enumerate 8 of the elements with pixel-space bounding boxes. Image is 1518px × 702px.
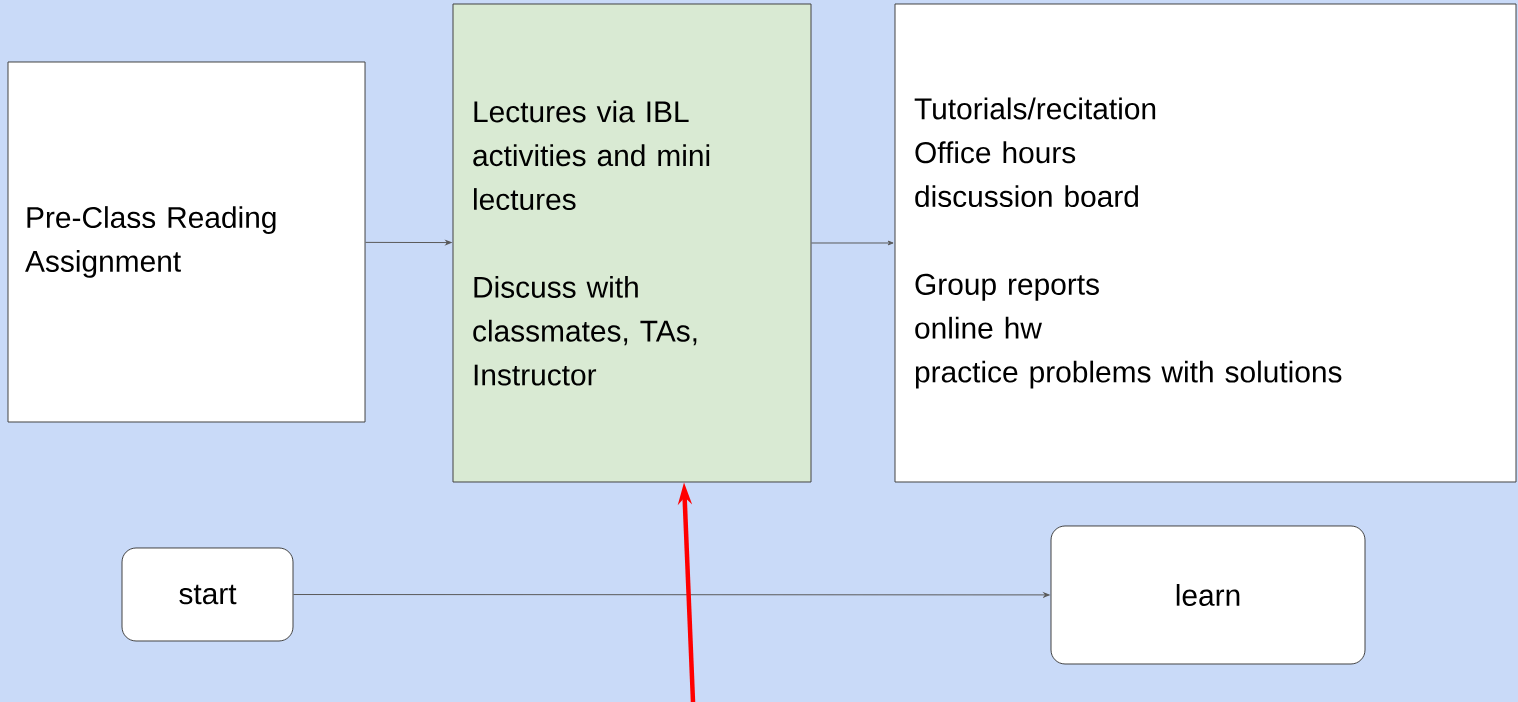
process-box: Lectures via IBL activities and mini lectures Discuss with classmates, TAs, Instructor bbox=[452, 3, 812, 483]
arrow bbox=[811, 240, 894, 246]
rounded-box: start bbox=[121, 547, 294, 642]
arrow bbox=[365, 240, 452, 245]
text-box: Pre-Class Reading Assignment bbox=[7, 61, 366, 423]
text-box: Tutorials/recitation Office hours discussion board Group reports online hw practice problems with solutions bbox=[894, 3, 1517, 483]
rounded-box: learn bbox=[1050, 525, 1366, 665]
arrow bbox=[293, 592, 1050, 598]
